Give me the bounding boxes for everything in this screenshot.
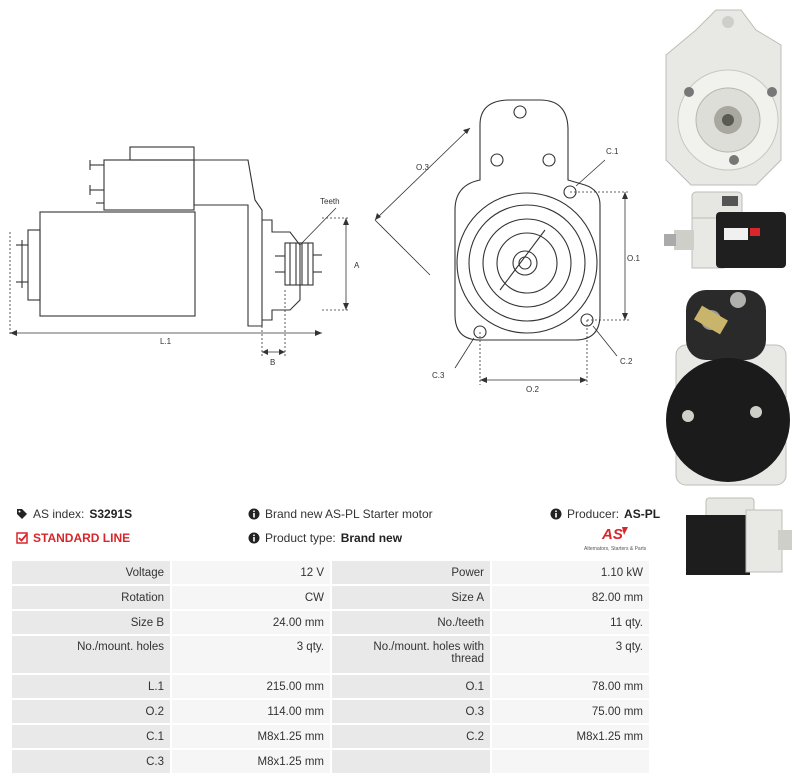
- spec-label: No./mount. holes: [10, 634, 172, 675]
- info-icon: [550, 508, 562, 520]
- dimension-o2-label: O.2: [526, 385, 539, 394]
- spec-label: Power: [330, 559, 492, 586]
- spec-value: 1.10 kW: [490, 559, 651, 586]
- spec-label: Rotation: [10, 584, 172, 611]
- spec-label: Voltage: [10, 559, 172, 586]
- flange-outline: [454, 99, 601, 341]
- spec-value: 12 V: [170, 559, 332, 586]
- info-icon: [248, 532, 260, 544]
- spec-value: CW: [170, 584, 332, 611]
- teeth-label: Teeth: [320, 197, 340, 206]
- spec-value: 11 qty.: [490, 609, 651, 636]
- product-photos: [664, 9, 792, 575]
- as-pl-logo: AS Alternators, Starters & Parts: [582, 523, 652, 553]
- photo-side-view-small: [686, 497, 792, 575]
- as-index-value: S3291S: [89, 507, 133, 521]
- product-description: Brand new AS-PL Starter motor: [265, 507, 433, 521]
- solenoid-body: [103, 159, 195, 211]
- spec-value: [490, 748, 651, 775]
- spec-value: M8x1.25 mm: [170, 748, 332, 775]
- dimension-b-label: B: [270, 358, 275, 367]
- spec-label: O.1: [330, 673, 492, 700]
- spec-label: Size B: [10, 609, 172, 636]
- technical-drawings: Teeth A L.1 B: [9, 99, 640, 394]
- spec-value: M8x1.25 mm: [490, 723, 651, 750]
- photo-front-view: [665, 9, 782, 186]
- front-view-drawing: [374, 99, 630, 385]
- spec-label: O.3: [330, 698, 492, 725]
- tag-icon: [16, 508, 28, 520]
- svg-text:AS: AS: [601, 526, 623, 543]
- spec-value: 3 qty.: [490, 634, 651, 675]
- spec-label: No./teeth: [330, 609, 492, 636]
- motor-body: [39, 211, 196, 317]
- spec-value: 24.00 mm: [170, 609, 332, 636]
- spec-label: C.2: [330, 723, 492, 750]
- dimension-c1-label: C.1: [606, 147, 619, 156]
- producer-row: Producer: AS-PL: [550, 507, 660, 521]
- spec-value: 3 qty.: [170, 634, 332, 675]
- producer-label: Producer:: [567, 507, 620, 521]
- side-view-drawing: [9, 146, 350, 358]
- spec-label: Size A: [330, 584, 492, 611]
- info-icon: [248, 508, 260, 520]
- dimension-l1-label: L.1: [160, 337, 172, 346]
- spec-value: 82.00 mm: [490, 584, 651, 611]
- spec-value: M8x1.25 mm: [170, 723, 332, 750]
- dimension-c2-label: C.2: [620, 357, 633, 366]
- spec-label: [330, 748, 492, 775]
- checkbox-checked-icon: [16, 532, 28, 544]
- standard-line-label: STANDARD LINE: [33, 531, 131, 545]
- dimension-o1-label: O.1: [627, 254, 640, 263]
- spec-label: C.3: [10, 748, 172, 775]
- photo-rear-view: [666, 290, 790, 486]
- dimension-o3-label: O.3: [416, 163, 429, 172]
- standard-line-row: STANDARD LINE: [16, 531, 130, 545]
- description-row: Brand new AS-PL Starter motor: [248, 507, 433, 521]
- as-index-label: AS index:: [33, 507, 85, 521]
- spec-value: 78.00 mm: [490, 673, 651, 700]
- spec-label: C.1: [10, 723, 172, 750]
- spec-label: O.2: [10, 698, 172, 725]
- dimension-c3-label: C.3: [432, 371, 445, 380]
- photo-side-view: [664, 191, 786, 269]
- svg-text:Alternators, Starters & Parts: Alternators, Starters & Parts: [584, 546, 647, 552]
- spec-label: No./mount. holes with thread: [330, 634, 492, 675]
- spec-value: 215.00 mm: [170, 673, 332, 700]
- product-type-label: Product type:: [265, 531, 336, 545]
- product-type-value: Brand new: [340, 531, 403, 545]
- dimension-a-label: A: [354, 261, 360, 270]
- spec-label: L.1: [10, 673, 172, 700]
- producer-value: AS-PL: [624, 507, 661, 521]
- pinion: [284, 242, 314, 286]
- product-type-row: Product type: Brand new: [248, 531, 402, 545]
- spec-value: 114.00 mm: [170, 698, 332, 725]
- product-info: AS index: S3291S STANDARD LINE Brand new…: [10, 498, 660, 558]
- as-index-row: AS index: S3291S: [16, 507, 132, 521]
- spec-value: 75.00 mm: [490, 698, 651, 725]
